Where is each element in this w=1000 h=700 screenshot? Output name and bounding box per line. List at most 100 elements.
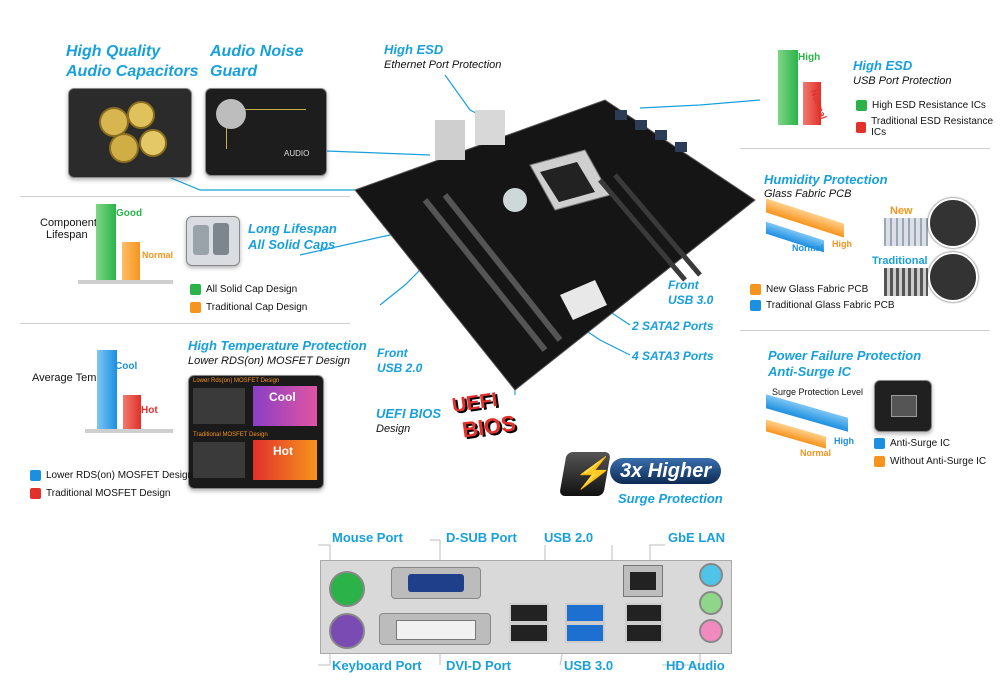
separator <box>740 148 990 149</box>
trad-fiber-zoom <box>928 252 978 302</box>
power-bar-high-label: High <box>834 436 854 446</box>
power-title2: Anti-Surge IC <box>768 364 852 379</box>
power-bar-normal-label: Normal <box>800 448 832 458</box>
trad-pcb-texture <box>884 268 928 296</box>
power-bar-normal <box>766 419 826 449</box>
audio-mic-jack[interactable] <box>699 619 723 643</box>
blue-swatch-icon <box>750 300 761 311</box>
esd-bar-high-label: High <box>798 52 821 63</box>
lifespan-bar-normal-label: Normal <box>142 250 174 260</box>
noise-guard-line2: Guard <box>210 63 258 80</box>
power-legend-orange-text: Without Anti-Surge IC <box>890 456 987 467</box>
humidity-bar-normal-label: Normal <box>792 243 824 253</box>
humidity-new-label: New <box>890 205 913 217</box>
blue-swatch-icon <box>874 438 885 449</box>
front-usb3-line1: Front <box>668 278 699 292</box>
gbe-lan-port[interactable] <box>623 565 663 597</box>
uefi-title: UEFI BIOS <box>376 406 442 421</box>
humidity-bar-high-label: High <box>832 239 852 249</box>
dsub-port[interactable] <box>391 567 481 599</box>
esd-usb-subtitle: USB Port Protection <box>853 75 952 87</box>
audio-line-in-jack[interactable] <box>699 563 723 587</box>
lifespan-title: Long Lifespan All Solid Caps <box>248 221 337 253</box>
separator <box>20 323 350 324</box>
lifespan-legend-green: All Solid Cap Design <box>190 284 297 295</box>
lifespan-bar-normal <box>122 242 140 280</box>
esd-usb-chart: High Normal <box>768 40 848 130</box>
usb2-port[interactable] <box>509 603 549 623</box>
photo-cool-text: Cool <box>269 390 296 404</box>
temp-bar-cool-label: Cool <box>115 361 138 372</box>
dvid-port-label: DVI-D Port <box>446 658 511 673</box>
red-swatch-icon <box>856 121 867 133</box>
usb3-port[interactable] <box>565 603 605 623</box>
lifespan-axis-line1: Component <box>40 217 97 229</box>
new-pcb-texture <box>884 218 928 246</box>
lifespan-title2: All Solid Caps <box>248 237 336 252</box>
esd-lan-title: High ESD <box>384 42 444 57</box>
green-swatch-icon <box>856 100 867 111</box>
temp-axis-label: Average Temp. <box>32 372 106 384</box>
surge-badge: 3x Higher <box>610 458 722 484</box>
power-title: Power Failure Protection Anti-Surge IC <box>768 348 921 380</box>
usb2-port[interactable] <box>509 623 549 643</box>
humidity-legend-blue-text: Traditional Glass Fabric PCB <box>766 300 895 311</box>
humidity-traditional-label: Traditional <box>872 255 928 267</box>
noise-guard-title: Audio Noise Guard <box>210 42 303 82</box>
motherboard-image <box>345 80 765 410</box>
audio-caps-title: High Quality Audio Capacitors <box>66 42 198 82</box>
uefi-bios-logo-icon: UEFI BIOS <box>448 389 528 446</box>
mosfet-thermal-photo: Lower Rds(on) MOSFET Design Cool Traditi… <box>188 375 324 489</box>
humidity-legend-orange: New Glass Fabric PCB <box>750 284 868 295</box>
dvid-port[interactable] <box>379 613 491 645</box>
lightning-icon: ⚡ <box>559 452 615 496</box>
usb2-port[interactable] <box>625 603 663 623</box>
solid-caps-photo <box>186 216 240 266</box>
sata3-callout: 4 SATA3 Ports <box>632 349 714 363</box>
lifespan-legend-green-text: All Solid Cap Design <box>206 284 298 295</box>
lifespan-chart: Good Normal <box>78 200 178 290</box>
uefi-subtitle: Design <box>376 423 411 435</box>
esd-lan-subtitle: Ethernet Port Protection <box>384 59 502 71</box>
green-swatch-icon <box>190 284 201 295</box>
photo-hot-text: Hot <box>273 444 293 458</box>
audio-caps-line1: High Quality <box>66 43 161 60</box>
temp-legend-blue-text: Lower RDS(on) MOSFET Design <box>46 470 194 481</box>
temp-legend-blue: Lower RDS(on) MOSFET Design <box>30 470 193 481</box>
orange-swatch-icon <box>190 302 201 313</box>
noise-guard-photo: AUDIO <box>205 88 327 176</box>
hd-audio-label: HD Audio <box>666 658 725 673</box>
power-legend-blue: Anti-Surge IC <box>874 438 950 449</box>
power-axis-label: Surge Protection Level <box>772 387 864 397</box>
lifespan-axis-line2: Lifespan <box>46 229 88 241</box>
gbe-lan-label: GbE LAN <box>668 530 726 545</box>
orange-swatch-icon <box>874 456 885 467</box>
power-legend-orange: Without Anti-Surge IC <box>874 456 986 467</box>
usb2-port[interactable] <box>625 623 663 643</box>
sata2-callout: 2 SATA2 Ports <box>632 319 714 333</box>
audio-line-out-jack[interactable] <box>699 591 723 615</box>
front-usb2-line2: USB 2.0 <box>377 361 423 375</box>
separator <box>740 330 990 331</box>
front-usb3-callout: Front USB 3.0 <box>668 278 713 308</box>
lifespan-legend-orange-text: Traditional Cap Design <box>206 302 308 313</box>
power-title1: Power Failure Protection <box>768 348 922 363</box>
separator <box>20 196 350 197</box>
anti-surge-ic-photo <box>874 380 932 432</box>
keyboard-ps2-port[interactable] <box>329 613 365 649</box>
temp-legend-red-text: Traditional MOSFET Design <box>46 488 171 499</box>
power-chart: High Normal <box>762 394 862 470</box>
audio-caps-photo <box>68 88 192 178</box>
humidity-legend-orange-text: New Glass Fabric PCB <box>766 284 869 295</box>
new-fiber-zoom <box>928 198 978 248</box>
lifespan-bar-good <box>96 204 116 280</box>
mouse-ps2-port[interactable] <box>329 571 365 607</box>
temp-bar-cool <box>97 350 117 429</box>
humidity-title: Humidity Protection <box>764 172 888 187</box>
front-usb2-callout: Front USB 2.0 <box>377 346 422 376</box>
blue-swatch-icon <box>30 470 41 481</box>
pcb-audio-text: AUDIO <box>284 149 310 158</box>
usb3-port[interactable] <box>565 623 605 643</box>
lifespan-bar-good-label: Good <box>116 208 143 219</box>
esd-legend-red-text: Traditional ESD Resistance ICs <box>871 116 994 138</box>
